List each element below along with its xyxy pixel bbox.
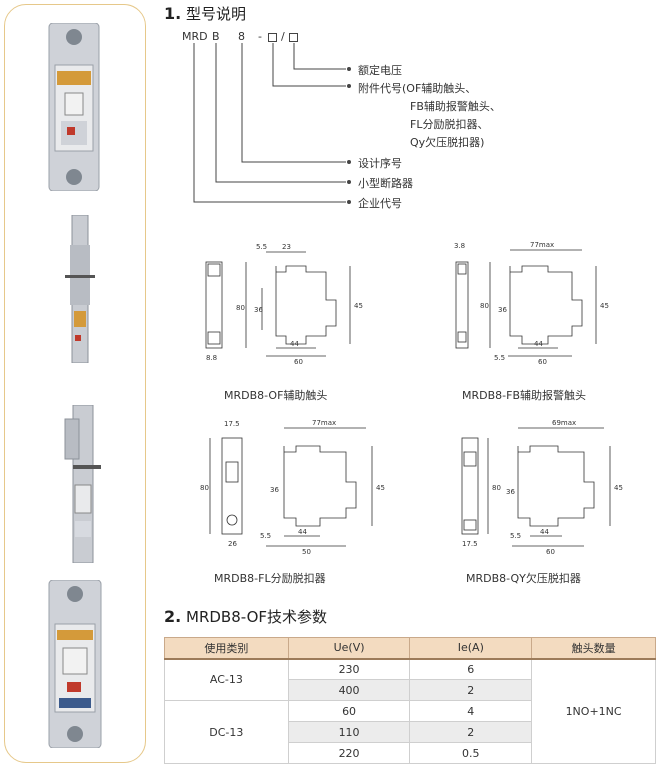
dim-fl-f: 5.5	[260, 532, 271, 540]
desc-qy: Qy欠压脱扣器)	[410, 136, 485, 149]
dim-of-c: 45	[354, 302, 363, 310]
desc-rated-voltage: 额定电压	[358, 64, 402, 77]
dim-fb-g: 80	[480, 302, 489, 310]
section-title: MRDB8-OF技术参数	[186, 608, 328, 626]
dim-qy-f: 17.5	[462, 540, 478, 548]
table-row: AC-13 230 6 1NO+1NC	[164, 658, 656, 764]
code-slash: /	[281, 30, 285, 43]
dim-of-d: 44	[290, 340, 299, 348]
dim-fb-c: 45	[600, 302, 609, 310]
dim-qy-g: 80	[492, 484, 501, 492]
dim-fl-a: 17.5	[224, 420, 240, 428]
dim-fb-h: 36	[498, 306, 507, 314]
dimension-drawing-fl: 17.5 77max 45 44 50 5.5 80 36 26	[200, 419, 385, 556]
code-mrd: MRD	[182, 30, 208, 43]
cell-ue: 110	[287, 721, 411, 743]
dim-fl-g: 80	[200, 484, 209, 492]
model-code-explanation: MRD B 8 - / 额定电压 附件代号(OF辅助触头、 FB辅助报警触头、 …	[164, 28, 624, 218]
dim-fb-d: 44	[534, 340, 543, 348]
code-box-accessory	[268, 33, 277, 42]
product-photo-of-contact	[65, 215, 95, 363]
dim-fl-b: 77max	[312, 419, 336, 427]
caption-qy: MRDB8-QY欠压脱扣器	[466, 572, 581, 585]
cell-ue: 230	[287, 658, 411, 680]
dim-qy-b: 45	[614, 484, 623, 492]
dimension-drawing-qy: 69max 45 44 60 5.5 17.5 80 36	[461, 419, 623, 556]
dim-qy-e: 5.5	[510, 532, 521, 540]
caption-of: MRDB8-OF辅助触头	[224, 389, 328, 402]
dim-of-h: 36	[254, 306, 263, 314]
section-heading-model: 1. 型号说明	[164, 3, 246, 24]
dimension-drawing-of: 5.5 23 45 44 60 8.8 80 36	[205, 243, 363, 366]
code-b: B	[212, 30, 220, 43]
dim-qy-d: 60	[546, 548, 555, 556]
header-ie: Ie(A)	[409, 637, 533, 660]
table-row: DC-13 60 4	[164, 700, 656, 764]
dimension-drawing-fb: 3.8 77max 45 44 60 5.5 80 36	[454, 241, 609, 366]
table-header-row: 使用类别 Ue(V) Ie(A) 触头数量	[164, 637, 656, 660]
dim-of-b: 23	[282, 243, 291, 251]
code-box-voltage	[289, 33, 298, 42]
desc-fb: FB辅助报警触头、	[410, 100, 501, 113]
product-photo-fl-release	[64, 405, 101, 563]
technical-parameter-table: 使用类别 Ue(V) Ie(A) 触头数量 AC-13 230 6 1NO+1N…	[164, 637, 656, 764]
code-8: 8	[238, 30, 245, 43]
cell-ue: 60	[287, 700, 411, 722]
dim-fb-f: 5.5	[494, 354, 505, 362]
category-ac: AC-13	[164, 658, 289, 701]
cell-contacts: 1NO+1NC	[531, 658, 656, 764]
cell-ue: 400	[287, 679, 411, 701]
dim-fl-h: 36	[270, 486, 279, 494]
header-ue: Ue(V)	[287, 637, 411, 660]
dim-of-f: 8.8	[206, 354, 217, 362]
section-number: 1.	[164, 4, 182, 23]
category-dc: DC-13	[164, 700, 289, 764]
dim-fl-e: 50	[302, 548, 311, 556]
dim-qy-c: 44	[540, 528, 549, 536]
table-row: 400 2	[165, 679, 656, 701]
dim-fl-i: 26	[228, 540, 237, 548]
dim-of-g: 80	[236, 304, 245, 312]
dim-of-a: 5.5	[256, 243, 267, 251]
dim-fl-d: 44	[298, 528, 307, 536]
section-heading-parameters: 2. MRDB8-OF技术参数	[164, 606, 327, 627]
dim-fb-a: 3.8	[454, 242, 465, 250]
dim-fb-e: 60	[538, 358, 547, 366]
desc-mcb: 小型断路器	[358, 177, 413, 190]
code-leader-lines	[193, 43, 351, 204]
desc-enterprise-code: 企业代号	[358, 197, 402, 210]
dim-fl-c: 45	[376, 484, 385, 492]
cell-ie: 4	[409, 700, 533, 722]
cell-ie: 6	[409, 658, 533, 680]
product-photo-breaker	[48, 23, 100, 191]
product-photo-qy-release	[48, 580, 102, 748]
dim-of-e: 60	[294, 358, 303, 366]
desc-accessory-code: 附件代号(OF辅助触头、	[358, 82, 477, 95]
product-photo-panel	[4, 4, 146, 763]
section-title: 型号说明	[186, 5, 247, 23]
caption-fl: MRDB8-FL分励脱扣器	[214, 572, 326, 585]
desc-fl: FL分励脱扣器、	[410, 118, 489, 131]
code-dash: -	[258, 30, 262, 43]
header-category: 使用类别	[164, 637, 289, 660]
cell-ie: 0.5	[409, 742, 533, 764]
cell-ie: 2	[409, 721, 533, 743]
section-number: 2.	[164, 607, 182, 626]
dim-qy-h: 36	[506, 488, 515, 496]
caption-fb: MRDB8-FB辅助报警触头	[462, 389, 586, 402]
dim-qy-a: 69max	[552, 419, 576, 427]
table-row: 220 0.5	[165, 742, 656, 764]
header-contacts: 触头数量	[531, 637, 656, 660]
cell-ue: 220	[287, 742, 411, 764]
desc-design-series: 设计序号	[358, 157, 402, 170]
cell-ie: 2	[409, 679, 533, 701]
dim-fb-b: 77max	[530, 241, 554, 249]
